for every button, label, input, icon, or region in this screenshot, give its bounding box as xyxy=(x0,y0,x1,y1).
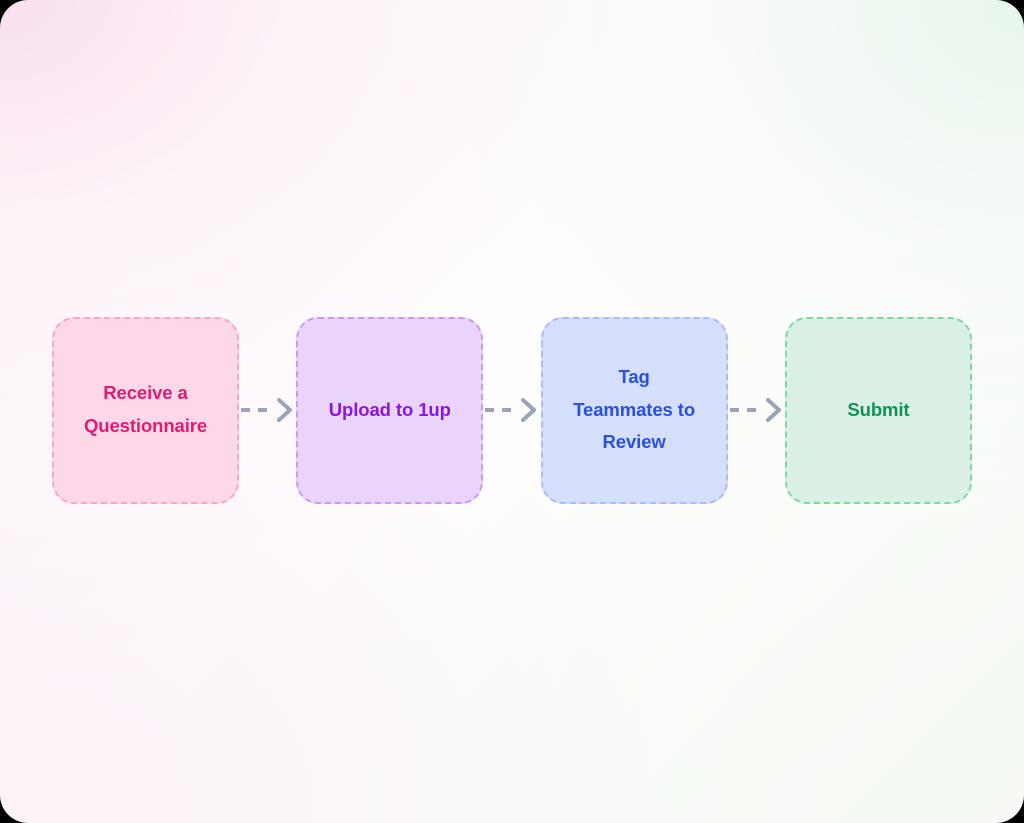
workflow-flow-row: Receive a Questionnaire Upload to 1up Ta… xyxy=(52,316,972,504)
flow-step-label: Receive a Questionnaire xyxy=(83,382,208,436)
flow-step-submit[interactable]: Submit xyxy=(784,316,972,504)
flow-step-upload-to-1up[interactable]: Upload to 1up xyxy=(296,316,484,504)
flow-step-label: Tag Teammates to Review xyxy=(573,365,696,453)
flow-step-tag-teammates-to-review[interactable]: Tag Teammates to Review xyxy=(540,316,728,504)
flow-step-receive-questionnaire[interactable]: Receive a Questionnaire xyxy=(52,316,239,504)
dashed-arrow-right-icon-3 xyxy=(728,393,785,427)
flow-step-label: Upload to 1up xyxy=(328,398,451,420)
flow-step-label: Submit xyxy=(847,398,910,420)
dashed-arrow-right-icon-1 xyxy=(239,393,296,427)
dashed-arrow-right-icon-2 xyxy=(483,393,540,427)
